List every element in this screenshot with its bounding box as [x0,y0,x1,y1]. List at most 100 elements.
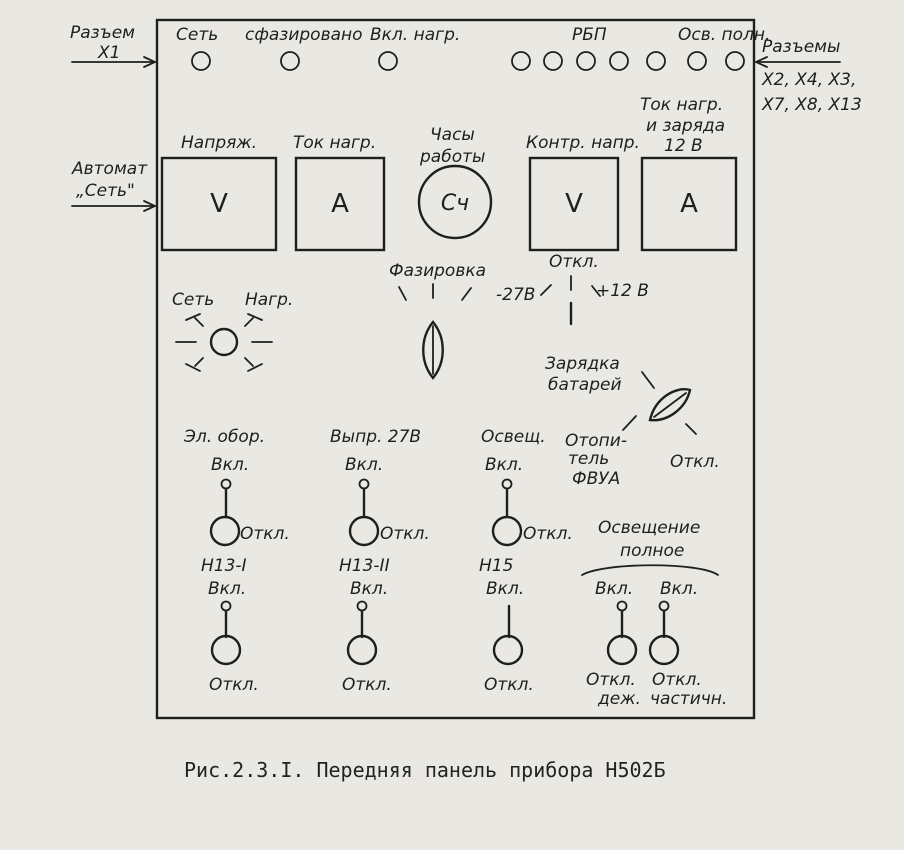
heater-label-3: ФВУА [572,469,620,489]
arrow-head-icon [753,56,768,68]
toggle-lighting[interactable]: Освещ. Вкл. Откл. [481,427,573,547]
tick-mark [244,357,263,372]
toggle-off-label: Откл. [209,675,259,695]
toggle-title: Н13-II [339,556,390,576]
charging-label-1: Зарядка [545,354,620,374]
network-load-switch[interactable] [175,313,273,372]
rbp-label: РБП [572,25,607,45]
hour-meter-label: Часы [430,125,475,145]
lamp-icon [646,51,666,71]
toggle-base-icon [210,634,242,666]
voltage-selector[interactable] [540,275,601,326]
toggle-pivot-icon [658,600,670,612]
tick-mark [622,415,637,431]
ammeter-12v-label-2: и заряда [646,116,725,136]
toggle-base-icon [491,515,523,547]
toggle-h15[interactable]: Н15 Вкл. Откл. [479,556,534,695]
full-light-title-2: полное [620,541,684,561]
toggle-off-label: Откл. [484,675,534,695]
toggle-electrical-equipment[interactable]: Эл. обор. Вкл. Откл. [183,427,290,547]
tick-mark [398,286,407,301]
tick-mark [591,285,601,297]
lamp-load-label: Вкл. нагр. [370,25,460,45]
full-light-bracket [581,564,719,576]
lens-knob-icon[interactable] [648,388,692,422]
heater-label-1: Отопи- [565,431,627,451]
toggle-pivot-icon [220,478,232,490]
toggle-off-label: Откл. [380,524,430,544]
phasing-label: Фазировка [389,261,486,281]
control-voltmeter [528,156,620,252]
toggle-base-icon [492,634,524,666]
phasing-switch[interactable] [398,283,472,380]
toggle-title: Выпр. 27В [330,427,421,447]
connector-x1-sub: X1 [97,43,120,63]
lamp-icon [725,51,745,71]
rotary-knob-icon[interactable] [209,327,239,357]
toggle-pivot-icon [358,478,370,490]
automat-label: Автомат [71,159,148,179]
toggle-off-sub: частичн. [650,689,727,709]
voltmeter-label: Напряж. [181,133,257,153]
toggle-title: Освещ. [481,427,546,447]
tick-mark [461,287,472,301]
connector-x1-label: Разъем [70,23,135,43]
charging-switch[interactable] [622,371,697,435]
toggle-partial-light[interactable]: Вкл. Откл. частичн. [648,579,727,709]
toggle-off-label: Откл. [523,524,573,544]
lamp-icon [687,51,707,71]
right-connectors-list-2: X7, X8, X13 [761,95,862,115]
automat-sub: „Сеть" [76,181,135,201]
toggle-pivot-icon [220,600,232,612]
toggle-duty-light[interactable]: Вкл. Откл. деж. [586,579,641,709]
toggle-pivot-icon [616,600,628,612]
selector-plus12-label: +12 В [596,281,649,301]
voltmeter-glyph: V [210,189,228,219]
toggle-off-sub: деж. [597,689,641,709]
toggle-on-label: Вкл. [345,455,383,475]
ammeter [294,156,386,252]
right-connectors-list-1: X2, X4, X3, [761,70,856,90]
lamp-icon [543,51,563,71]
indicator-lamp-row [511,51,745,71]
lamp-set-icon [191,51,211,71]
knob-pointer [653,392,687,418]
tick-mark [641,371,655,389]
toggle-on-label: Вкл. [595,579,633,599]
tick-mark [185,313,204,327]
toggle-on-label: Вкл. [660,579,698,599]
toggle-h13-2[interactable]: Н13-II Вкл. Откл. [339,556,392,695]
toggle-pivot-icon [501,478,513,490]
toggle-off-label: Откл. [652,670,702,690]
ammeter-12v-label-1: Ток нагр. [640,95,723,115]
lamp-icon [576,51,596,71]
toggle-base-icon [209,515,241,547]
toggle-h13-1[interactable]: Н13-I Вкл. Откл. [201,556,259,695]
lamp-icon [609,51,629,71]
toggle-off-label: Откл. [342,675,392,695]
connector-x1: Разъем X1 [70,23,158,68]
toggle-rectifier-27v[interactable]: Выпр. 27В Вкл. Откл. [330,427,430,547]
ammeter-12v-label-3: 12 В [664,136,703,156]
toggle-on-label: Вкл. [350,579,388,599]
rotary-load-label: Нагр. [245,290,293,310]
control-voltmeter-label: Контр. напр. [526,133,640,153]
charging-label-2: батарей [548,375,622,395]
selector-off-label: Откл. [549,252,599,272]
toggle-on-label: Вкл. [486,579,524,599]
tick-mark [685,423,697,435]
hour-meter-glyph: Сч [441,191,469,216]
lamp-phased-icon [280,51,300,71]
lamp-icon [511,51,531,71]
tick-mark [244,313,263,327]
ammeter-glyph: А [331,189,349,219]
toggle-off-label: Откл. [586,670,636,690]
ammeter-label: Ток нагр. [293,133,376,153]
lamp-phased-label: сфазировано [245,25,363,45]
lens-knob-icon[interactable] [422,320,444,380]
lamp-set-label: Сеть [176,25,218,45]
ammeter-12v [640,156,738,252]
full-light-title-1: Освещение [598,518,700,538]
